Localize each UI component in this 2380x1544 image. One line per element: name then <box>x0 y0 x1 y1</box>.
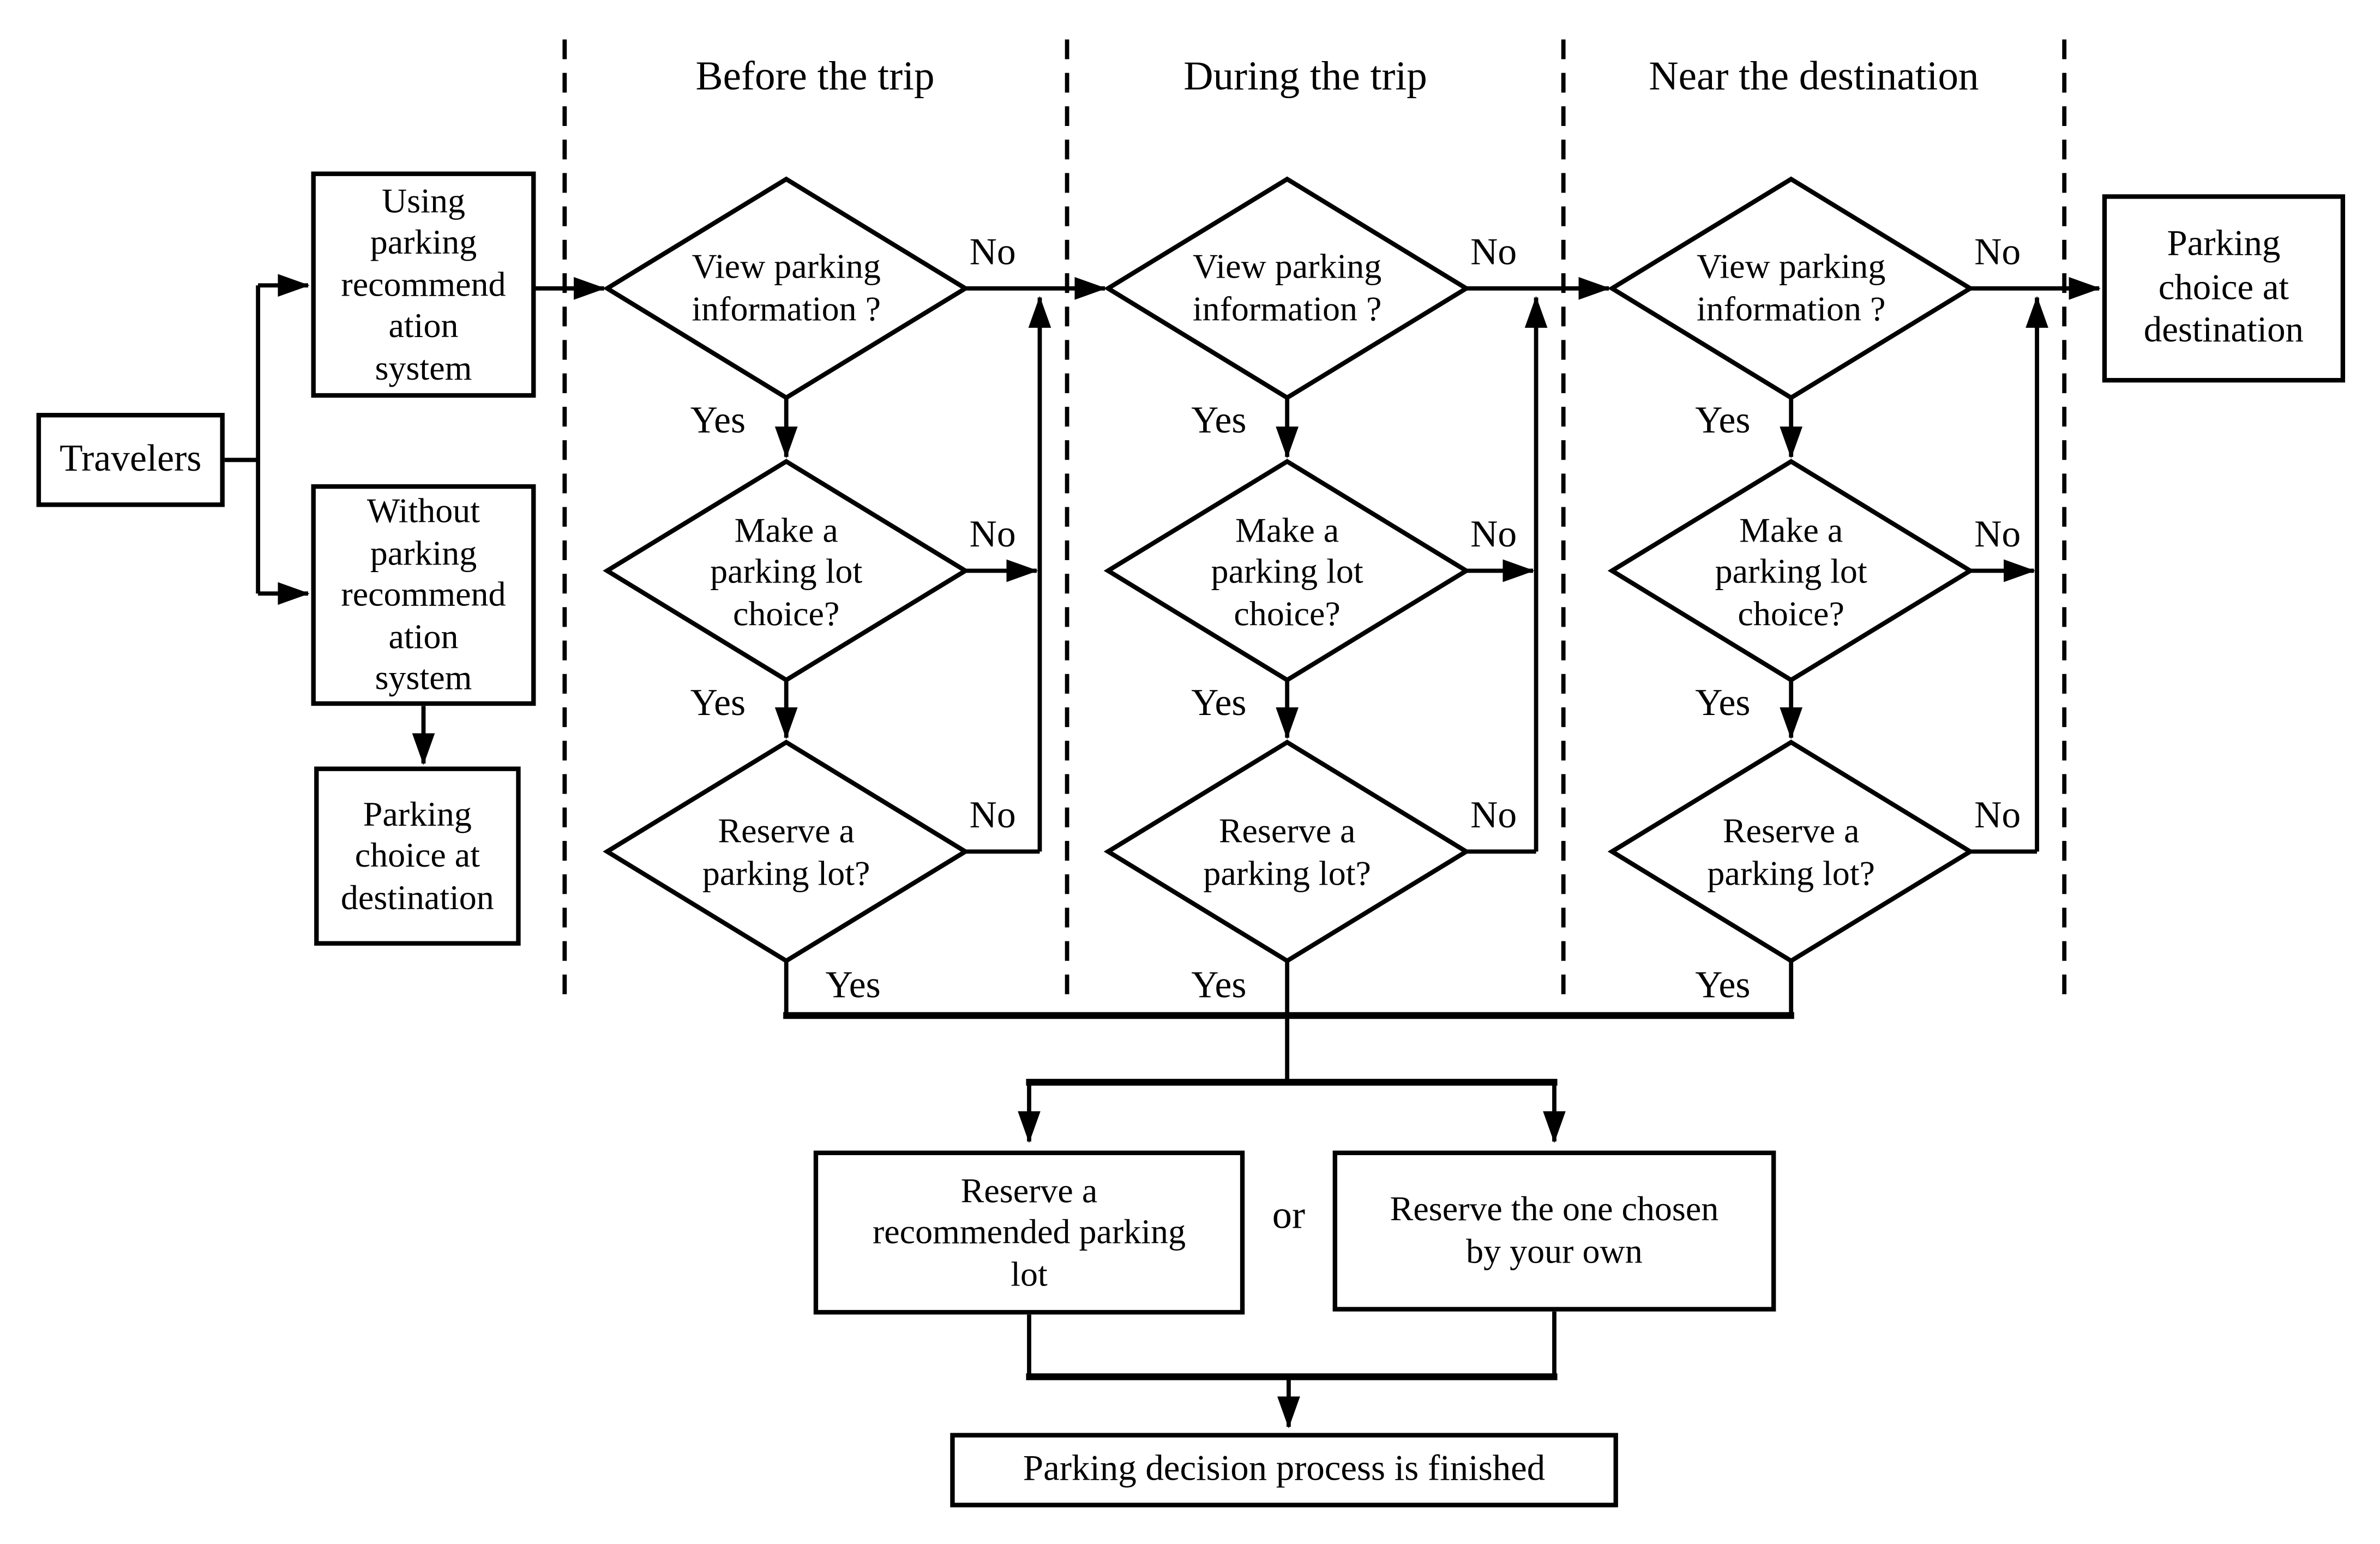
view-parking-info-text-before: View parking information ? <box>692 248 881 328</box>
merge-connectors <box>783 1012 1794 1428</box>
parking-choice-destination-label: Parking choice at destination <box>2143 224 2304 352</box>
no-label: No <box>1470 514 1517 556</box>
no-label: No <box>969 795 1016 837</box>
make-parking-choice-text-near: Make a parking lot choice? <box>1715 510 1867 633</box>
make-parking-choice-text-during: Make a parking lot choice? <box>1211 510 1363 633</box>
near-destination-connectors <box>1780 277 2101 1016</box>
make-parking-choice-text-before: Make a parking lot choice? <box>710 510 863 633</box>
parking-choice-destination-label: Parking choice at destination <box>340 795 494 917</box>
using-recommendation-system-label: Using parking recommend ation system <box>341 181 506 387</box>
no-label: No <box>1974 514 2021 556</box>
yes-label: Yes <box>1191 683 1247 724</box>
no-label: No <box>969 514 1016 556</box>
or-label: or <box>1272 1193 1306 1237</box>
yes-label: Yes <box>1695 400 1751 442</box>
travelers-label: Travelers <box>59 438 202 480</box>
parking-choice-destination-box-right: Parking choice at destination <box>2102 194 2346 383</box>
parking-choice-destination-box-left: Parking choice at destination <box>314 766 521 946</box>
yes-label: Yes <box>690 400 746 442</box>
no-label: No <box>1470 795 1517 837</box>
process-finished-label: Parking decision process is finished <box>1023 1450 1546 1489</box>
traveler-connectors <box>224 274 606 765</box>
before-trip-connectors <box>774 277 1107 1016</box>
reserve-recommended-lot-box: Reserve a recommended parking lot <box>813 1150 1245 1315</box>
reserve-parking-lot-text-before: Reserve a parking lot? <box>702 813 870 893</box>
yes-label: Yes <box>1695 683 1751 724</box>
reserve-own-choice-box: Reserve the one chosen by your own <box>1332 1150 1776 1312</box>
phase-header-before-trip: Before the trip <box>695 52 935 98</box>
process-finished-box: Parking decision process is finished <box>950 1433 1618 1507</box>
yes-label: Yes <box>1191 965 1247 1007</box>
yes-label: Yes <box>825 965 881 1007</box>
travelers-box: Travelers <box>36 413 225 507</box>
view-parking-info-text-near: View parking information ? <box>1696 248 1886 328</box>
phase-separator-lines <box>562 39 2067 1005</box>
no-label: No <box>1470 232 1517 273</box>
yes-label: Yes <box>1695 965 1751 1007</box>
phase-header-near-destination: Near the destination <box>1649 52 1979 98</box>
reserve-parking-lot-text-near: Reserve a parking lot? <box>1707 813 1875 893</box>
no-label: No <box>969 232 1016 273</box>
without-recommendation-system-box: Without parking recommend ation system <box>311 484 536 706</box>
reserve-own-choice-label: Reserve the one chosen by your own <box>1390 1191 1719 1271</box>
during-trip-connectors <box>1276 277 1610 1016</box>
view-parking-info-text-during: View parking information ? <box>1192 248 1382 328</box>
yes-label: Yes <box>690 683 746 724</box>
yes-label: Yes <box>1191 400 1247 442</box>
decision-diamonds <box>603 176 1975 964</box>
no-label: No <box>1974 232 2021 273</box>
reserve-parking-lot-text-during: Reserve a parking lot? <box>1203 813 1371 893</box>
no-label: No <box>1974 795 2021 837</box>
phase-header-during-trip: During the trip <box>1183 52 1427 98</box>
using-recommendation-system-box: Using parking recommend ation system <box>311 171 536 398</box>
without-recommendation-system-label: Without parking recommend ation system <box>341 491 506 698</box>
reserve-recommended-lot-label: Reserve a recommended parking lot <box>872 1171 1186 1293</box>
